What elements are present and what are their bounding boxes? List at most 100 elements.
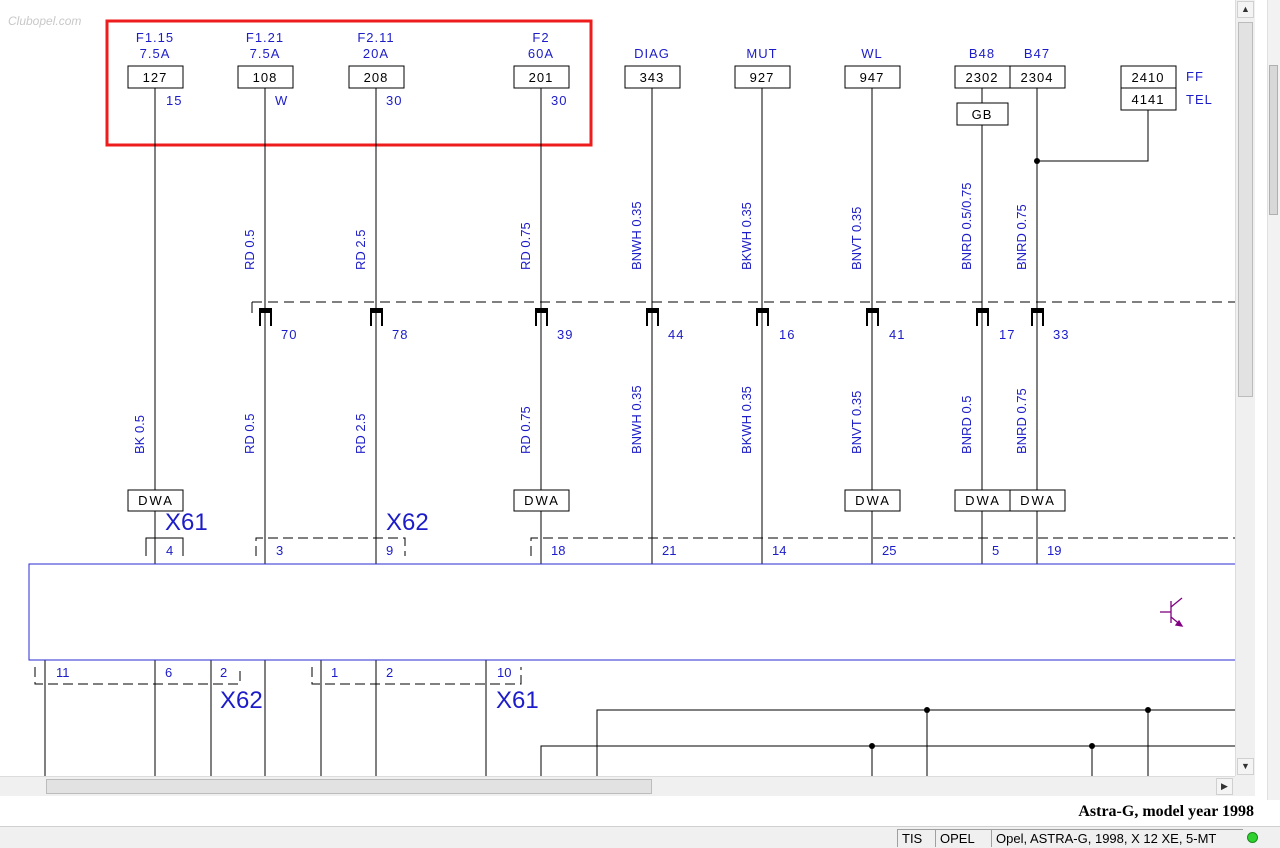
scroll-down-icon[interactable]: ▼ xyxy=(1237,758,1254,775)
terminal-number: 108 xyxy=(253,70,278,85)
connector-pin-number: 33 xyxy=(1053,327,1069,342)
connector-x62-top: X62 xyxy=(386,509,429,536)
diagram-viewport[interactable]: F1.15 7.5A F1.21 7.5A F2.11 20A F2 60A D… xyxy=(0,0,1235,776)
connector-pin xyxy=(259,308,272,313)
fuse-rating-4: 60A xyxy=(528,46,554,61)
wire-label: BNRD 0.5/0.75 xyxy=(959,183,974,270)
terminal-label-mut: MUT xyxy=(746,46,777,61)
terminal-number: 2302 xyxy=(966,70,999,85)
module-pin-top: 9 xyxy=(386,543,393,558)
vertical-scrollbar[interactable]: ▲ ▼ xyxy=(1235,0,1255,776)
module-pin-top: 21 xyxy=(662,543,676,558)
module-pin-bottom: 11 xyxy=(56,665,70,680)
fuse-rating-1: 7.5A xyxy=(140,46,171,61)
status-vehicle: Opel, ASTRA-G, 1998, X 12 XE, 5-MT xyxy=(991,829,1243,847)
wire-label: BNWH 0.35 xyxy=(629,385,644,454)
terminal-label-b47: B47 xyxy=(1024,46,1050,61)
terminal-label-b48: B48 xyxy=(969,46,995,61)
connector-pin xyxy=(1031,308,1044,313)
wire-label: RD 2.5 xyxy=(353,414,368,454)
module-pin-top: 4 xyxy=(166,543,173,558)
scroll-up-icon[interactable]: ▲ xyxy=(1237,1,1254,18)
status-brand: OPEL xyxy=(935,829,991,847)
fuse-label-4: F2 xyxy=(532,30,549,45)
connector-pin-number: 70 xyxy=(281,327,297,342)
connector-pin-number: 41 xyxy=(889,327,905,342)
wire-label: BKWH 0.35 xyxy=(739,386,754,454)
connector-pin-number: 39 xyxy=(557,327,573,342)
module-pin-top: 19 xyxy=(1047,543,1061,558)
terminal-label-wl: WL xyxy=(861,46,883,61)
vertical-scroll-thumb[interactable] xyxy=(1238,22,1253,397)
terminal-number: 947 xyxy=(860,70,885,85)
watermark-logo: Clubopel.com xyxy=(8,14,82,28)
wire-label: BNRD 0.75 xyxy=(1014,204,1029,270)
wire-label: RD 0.75 xyxy=(518,406,533,454)
wire-label: RD 0.5 xyxy=(242,414,257,454)
pin-label: 30 xyxy=(551,93,567,108)
wire-label: BNRD 0.75 xyxy=(1014,388,1029,454)
connector-pin-number: 78 xyxy=(392,327,408,342)
wire-label: BNVT 0.35 xyxy=(849,207,864,270)
connector-pin xyxy=(756,308,769,313)
transistor-icon xyxy=(1160,597,1184,627)
status-bar: TIS OPEL Opel, ASTRA-G, 1998, X 12 XE, 5… xyxy=(0,826,1280,848)
connector-pin xyxy=(535,308,548,313)
wire-label: BK 0.5 xyxy=(132,415,147,454)
highlight-frame xyxy=(105,19,593,147)
module-pin-top: 18 xyxy=(551,543,565,558)
connector-pin xyxy=(976,308,989,313)
wire-label: BNVT 0.35 xyxy=(849,391,864,454)
fuse-label-1: F1.15 xyxy=(136,30,174,45)
connector-pin-number: 16 xyxy=(779,327,795,342)
side-terminal-label-tel: TEL xyxy=(1186,92,1213,107)
fuse-label-2: F1.21 xyxy=(246,30,284,45)
wire-label: RD 0.75 xyxy=(518,222,533,270)
fuse-label-3: F2.11 xyxy=(357,30,394,45)
dwa-box[interactable] xyxy=(513,489,570,512)
connection-status-icon xyxy=(1247,832,1258,843)
module-pin-bottom: 6 xyxy=(165,665,172,680)
side-terminal-label-ff: FF xyxy=(1186,69,1204,84)
module-pin-top: 3 xyxy=(276,543,283,558)
dwa-label: DWA xyxy=(965,493,1001,508)
module-pin-top: 14 xyxy=(772,543,786,558)
pin-label: 30 xyxy=(386,93,402,108)
terminal-number: 127 xyxy=(143,70,168,85)
wire-label: BNWH 0.35 xyxy=(629,201,644,270)
terminal-label-diag: DIAG xyxy=(634,46,670,61)
fuse-rating-3: 20A xyxy=(363,46,389,61)
module-pin-top: 25 xyxy=(882,543,896,558)
module-pin-bottom: 10 xyxy=(497,665,511,680)
horizontal-scroll-thumb[interactable] xyxy=(46,779,652,794)
module-pin-bottom: 1 xyxy=(331,665,338,680)
gb-label: GB xyxy=(972,107,993,122)
control-module[interactable] xyxy=(28,563,1235,661)
pin-label: 15 xyxy=(166,93,182,108)
dwa-box[interactable] xyxy=(127,489,184,512)
terminal-number: 343 xyxy=(640,70,665,85)
status-app: TIS xyxy=(897,829,935,847)
terminal-number: 2410 xyxy=(1132,70,1165,85)
fuse-rating-2: 7.5A xyxy=(250,46,281,61)
connector-x62-bottom: X62 xyxy=(220,687,263,714)
dwa-label: DWA xyxy=(855,493,891,508)
terminal-number: 201 xyxy=(529,70,554,85)
connector-x61-bottom: X61 xyxy=(496,687,539,714)
wire-label: RD 2.5 xyxy=(353,230,368,270)
pin-label: W xyxy=(275,93,288,108)
connector-pin xyxy=(370,308,383,313)
dwa-box[interactable] xyxy=(844,489,901,512)
connector-x61-top: X61 xyxy=(165,509,208,536)
horizontal-scrollbar[interactable]: ▶ xyxy=(0,776,1235,796)
connector-pin-number: 17 xyxy=(999,327,1015,342)
terminal-number: 4141 xyxy=(1132,92,1165,107)
scroll-right-icon[interactable]: ▶ xyxy=(1216,778,1233,795)
dwa-label: DWA xyxy=(138,493,174,508)
dwa-label: DWA xyxy=(524,493,560,508)
module-pin-bottom: 2 xyxy=(220,665,227,680)
dwa-box[interactable] xyxy=(1009,489,1066,512)
wire-label: RD 0.5 xyxy=(242,230,257,270)
outer-scroll-thumb[interactable] xyxy=(1269,65,1278,215)
outer-scrollbar[interactable] xyxy=(1255,0,1280,848)
